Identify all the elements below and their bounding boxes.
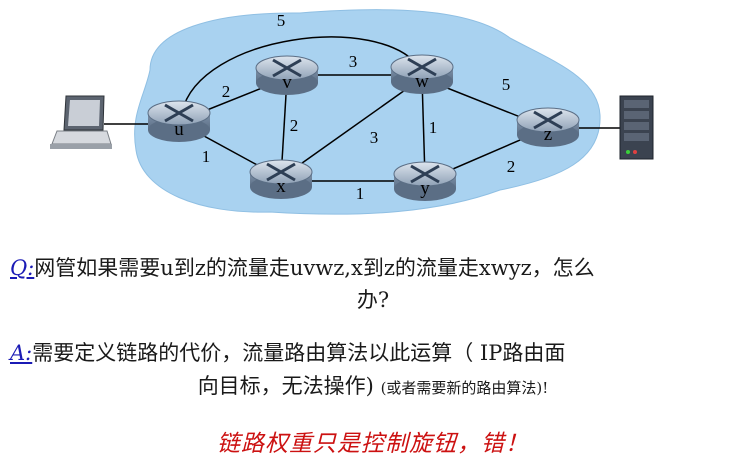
router-label-z: z (544, 124, 552, 145)
weight-x-w: 3 (370, 128, 379, 147)
desktop-computer-icon (50, 95, 112, 149)
weight-w-z: 5 (502, 75, 511, 94)
question-text-1: 网管如果需要u到z的流量走uvwz,x到z的流量走xwyz，怎么 (34, 256, 595, 280)
router-x: x (249, 159, 313, 199)
server-icon (619, 95, 654, 160)
weight-u-x: 1 (202, 147, 211, 166)
router-v: v (255, 55, 319, 95)
weight-x-y: 1 (356, 184, 365, 203)
network-cloud (134, 9, 601, 215)
link-w-y (421, 77, 426, 179)
router-u: u (147, 100, 211, 142)
question-tag: Q: (10, 256, 35, 280)
network-diagram: 5 2 1 3 2 3 1 1 5 2 u v (50, 9, 654, 215)
weight-v-w: 3 (349, 52, 358, 71)
weight-u-v: 2 (222, 82, 231, 101)
router-y: y (393, 161, 457, 201)
router-label-x: x (276, 176, 286, 197)
answer-text-2: 向目标，无法操作) (197, 374, 374, 398)
conclusion-text: 链路权重只是控制旋钮，错！ (217, 431, 529, 457)
router-label-v: v (282, 72, 292, 93)
link-x-w (280, 77, 423, 179)
answer-line-2: 向目标，无法操作) (或者需要新的路由算法)! (0, 371, 746, 403)
router-z: z (516, 107, 580, 147)
question-line-2: 办? (0, 285, 746, 315)
question-text-2: 办? (356, 288, 390, 312)
weight-y-z: 2 (507, 157, 516, 176)
router-w: w (390, 54, 454, 94)
answer-line-1: A:需要定义链路的代价，流量路由算法以此运算（ IP路由面 (10, 338, 746, 368)
answer-tag: A: (10, 341, 33, 365)
weight-u-w: 5 (277, 11, 286, 30)
router-label-u: u (174, 119, 184, 140)
answer-note: (或者需要新的路由算法)! (380, 379, 549, 397)
link-weights: 5 2 1 3 2 3 1 1 5 2 (202, 11, 516, 203)
router-label-w: w (415, 71, 429, 92)
weight-w-y: 1 (429, 118, 438, 137)
answer-text-1: 需要定义链路的代价，流量路由算法以此运算（ IP路由面 (32, 341, 566, 365)
question-line-1: Q:网管如果需要u到z的流量走uvwz,x到z的流量走xwyz，怎么 (10, 253, 746, 283)
link-u-w (181, 36, 421, 113)
weight-v-x: 2 (290, 116, 299, 135)
router-label-y: y (420, 178, 430, 199)
